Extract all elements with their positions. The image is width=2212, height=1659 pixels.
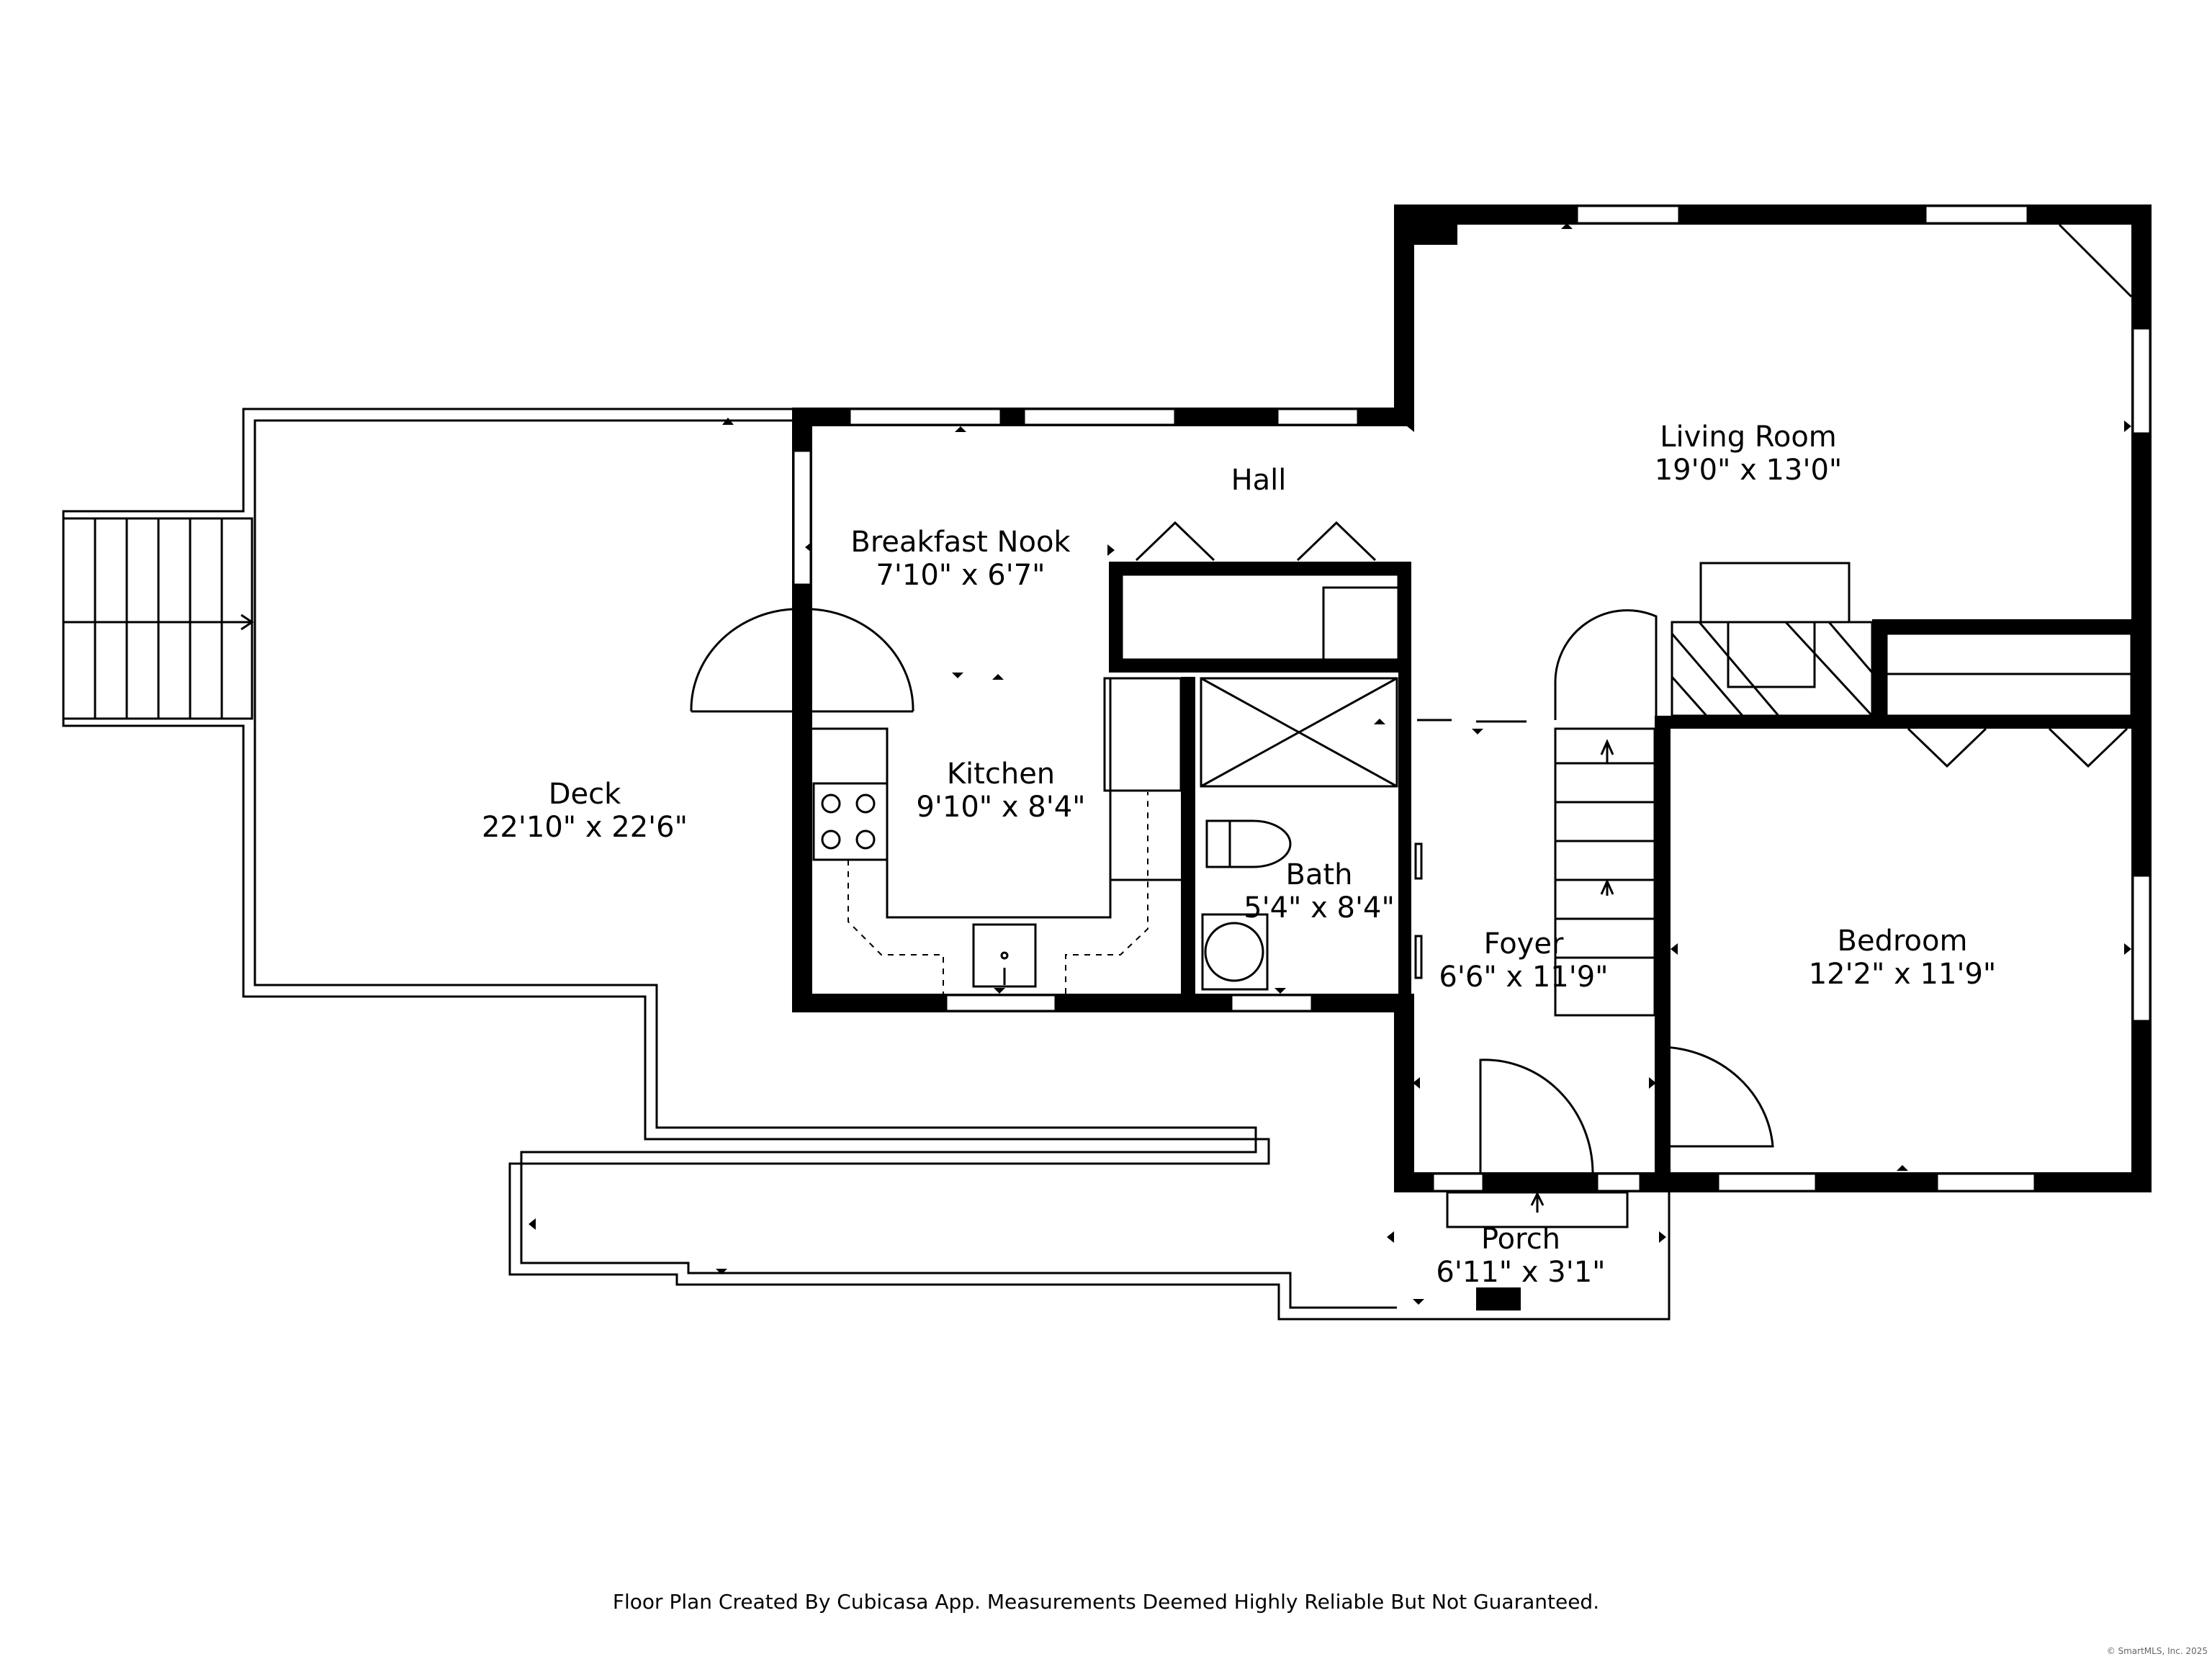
copyright-notice: © SmartMLS, Inc. 2025 [2106,1646,2208,1656]
breakfast-nook-dims: 7'10" x 6'7" [876,559,1045,592]
dimension-markers [529,223,2131,1305]
porch-name: Porch [1481,1223,1560,1256]
interior-details [690,521,2133,1228]
deck-dims: 22'10" x 22'6" [482,811,688,844]
windows [792,204,2152,1192]
room-labels: Living Room 19'0" x 13'0" Hall Breakfast… [482,421,1996,1289]
bath-dims: 5'4" x 8'4" [1244,891,1395,925]
porch-step-block [1476,1287,1521,1310]
exterior-walls [792,204,2152,1192]
bath-name: Bath [1286,858,1353,891]
corner-diagonal [2058,223,2133,298]
deck-stairs [62,517,254,720]
living-room-dims: 19'0" x 13'0" [1655,454,1843,487]
deck-outline [62,408,1671,1321]
floor-plan-disclaimer: Floor Plan Created By Cubicasa App. Meas… [612,1590,1600,1614]
porch-dims: 6'11" x 3'1" [1436,1256,1605,1289]
hall-name: Hall [1231,464,1287,497]
kitchen-dashed-counters [848,792,1148,994]
living-room-name: Living Room [1660,421,1837,454]
kitchen-name: Kitchen [947,757,1055,791]
kitchen-dims: 9'10" x 8'4" [916,791,1085,824]
bedroom-dims: 12'2" x 11'9" [1809,958,1997,991]
bedroom-name: Bedroom [1838,925,1968,958]
foyer-name: Foyer [1484,927,1564,961]
foyer-dims: 6'6" x 11'9" [1439,961,1608,994]
breakfast-nook-name: Breakfast Nook [850,526,1071,559]
deck-name: Deck [549,778,621,811]
